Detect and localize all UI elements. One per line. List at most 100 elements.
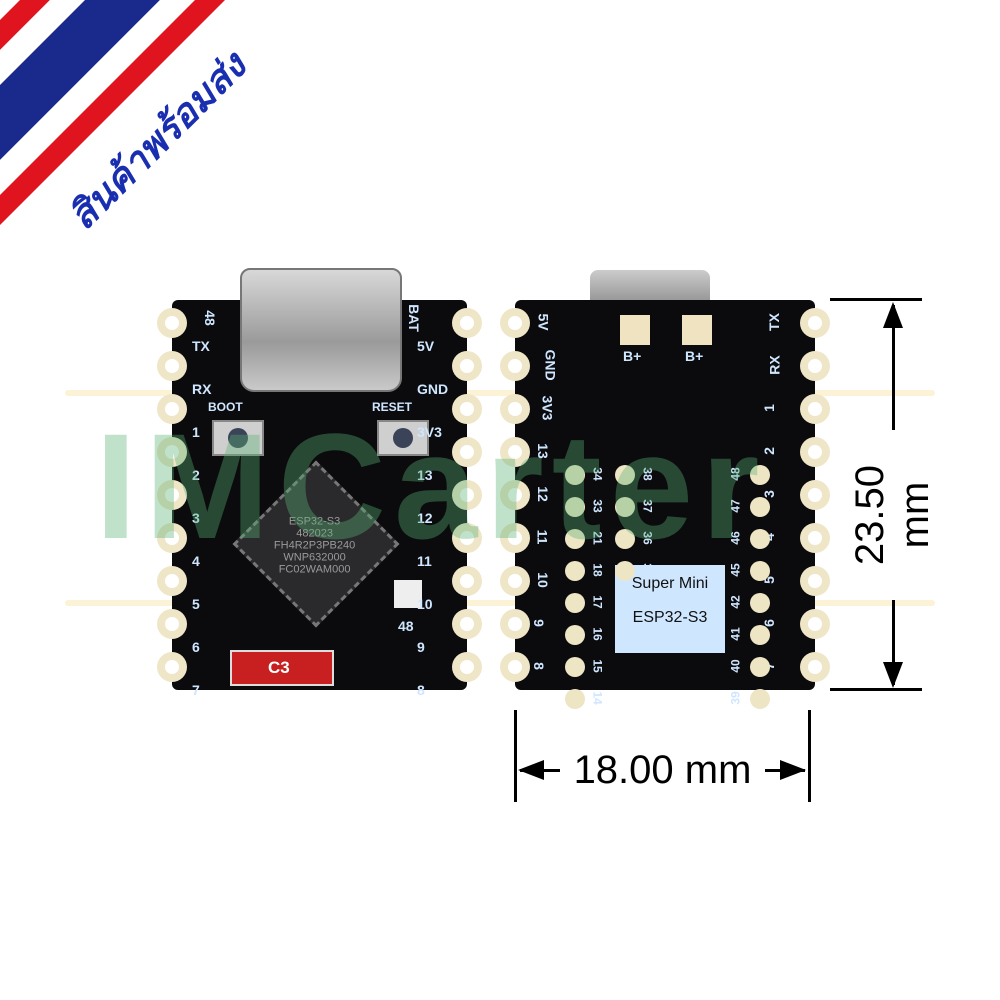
pin-label: 5V	[535, 313, 552, 331]
castellated-pad	[452, 308, 482, 338]
inner-pad	[615, 497, 635, 517]
inner-pad	[750, 497, 770, 517]
pin-label: 38	[640, 467, 655, 481]
pin-label: GND	[417, 381, 449, 397]
arrow-down-icon	[883, 662, 903, 688]
pin-label: TX	[192, 338, 210, 354]
pin-label: RX	[192, 381, 212, 397]
inner-pad	[565, 625, 585, 645]
castellated-pad	[157, 523, 187, 553]
pin-label: 3V3	[539, 395, 556, 421]
pin-label: 3	[192, 510, 200, 526]
inner-pad	[565, 593, 585, 613]
castellated-pad	[800, 652, 830, 682]
pin-label: 17	[590, 595, 605, 609]
pin-label: 2	[192, 467, 200, 483]
pin-label: 1	[760, 404, 777, 412]
arrow-right-icon	[780, 760, 806, 780]
pin-label: TX	[765, 313, 782, 331]
ceramic-antenna: C3	[230, 650, 334, 686]
castellated-pad	[157, 437, 187, 467]
dimension-tick	[514, 710, 517, 802]
inner-pad	[565, 497, 585, 517]
castellated-pad	[500, 394, 530, 424]
battery-pad	[682, 315, 712, 345]
castellated-pad	[800, 351, 830, 381]
boot-label: BOOT	[208, 400, 243, 414]
pin-label: 10	[534, 572, 551, 588]
pin-label: 13	[417, 467, 433, 483]
inner-pad	[565, 657, 585, 677]
castellated-pad	[500, 609, 530, 639]
inner-pad	[565, 689, 585, 709]
inner-pad	[750, 593, 770, 613]
castellated-pad	[452, 480, 482, 510]
pin-label: 37	[640, 499, 655, 513]
dimension-tick	[830, 688, 922, 691]
castellated-pad	[500, 480, 530, 510]
watermark-line	[65, 600, 935, 606]
battery-pad	[620, 315, 650, 345]
inner-pad	[750, 561, 770, 581]
castellated-pad	[157, 480, 187, 510]
pin-label: 39	[728, 691, 743, 705]
width-dimension: 18.00 mm	[560, 748, 765, 793]
pin-label: 12	[417, 510, 433, 526]
castellated-pad	[500, 566, 530, 596]
pin-label: 11	[417, 553, 432, 569]
pin-label: 47	[728, 499, 743, 513]
castellated-pad	[800, 437, 830, 467]
pin-label: 36	[640, 531, 655, 545]
pin-label: 9	[530, 619, 547, 627]
pin-label: 33	[590, 499, 605, 513]
pin-label: 6	[192, 639, 200, 655]
castellated-pad	[452, 437, 482, 467]
pin-label: 4	[192, 553, 200, 569]
pin-label: 1	[192, 424, 200, 440]
pin-label: 48	[728, 467, 743, 481]
dimension-tick	[830, 298, 922, 301]
pin-label: 5V	[417, 338, 435, 354]
inner-pad	[615, 529, 635, 549]
boot-button[interactable]	[212, 420, 264, 456]
pin-label: 14	[590, 691, 605, 705]
pin-label: 46	[728, 531, 743, 545]
castellated-pad	[500, 523, 530, 553]
castellated-pad	[500, 308, 530, 338]
pin-label: 2	[760, 447, 777, 455]
castellated-pad	[500, 437, 530, 467]
castellated-pad	[157, 652, 187, 682]
pin-label: 8	[530, 662, 547, 670]
pin-label: 16	[590, 627, 605, 641]
top-right-label: BAT	[405, 304, 422, 332]
pin-label: 35	[640, 563, 655, 577]
pin-label: 13	[534, 443, 551, 459]
inner-pad	[565, 465, 585, 485]
pin-label: 45	[728, 563, 743, 577]
pin-label: 12	[534, 486, 551, 502]
castellated-pad	[452, 523, 482, 553]
silkscreen-label: Super Mini ESP32-S3	[615, 565, 725, 653]
castellated-pad	[452, 394, 482, 424]
rgb-led	[394, 580, 422, 608]
castellated-pad	[157, 566, 187, 596]
inner-pad	[750, 657, 770, 677]
pin-label: 15	[590, 659, 605, 673]
inner-pad	[750, 625, 770, 645]
castellated-pad	[452, 566, 482, 596]
inner-pad	[615, 465, 635, 485]
pin-label: 34	[590, 467, 605, 481]
castellated-pad	[800, 308, 830, 338]
thai-flag-ribbon	[0, 0, 225, 225]
reset-button[interactable]	[377, 420, 429, 456]
castellated-pad	[157, 351, 187, 381]
inner-pad	[565, 561, 585, 581]
pin-label: 9	[417, 639, 425, 655]
inner-pad	[615, 561, 635, 581]
pin-label: 10	[417, 596, 433, 612]
pin-label: 3V3	[417, 424, 442, 440]
led-label: 48	[398, 618, 414, 634]
